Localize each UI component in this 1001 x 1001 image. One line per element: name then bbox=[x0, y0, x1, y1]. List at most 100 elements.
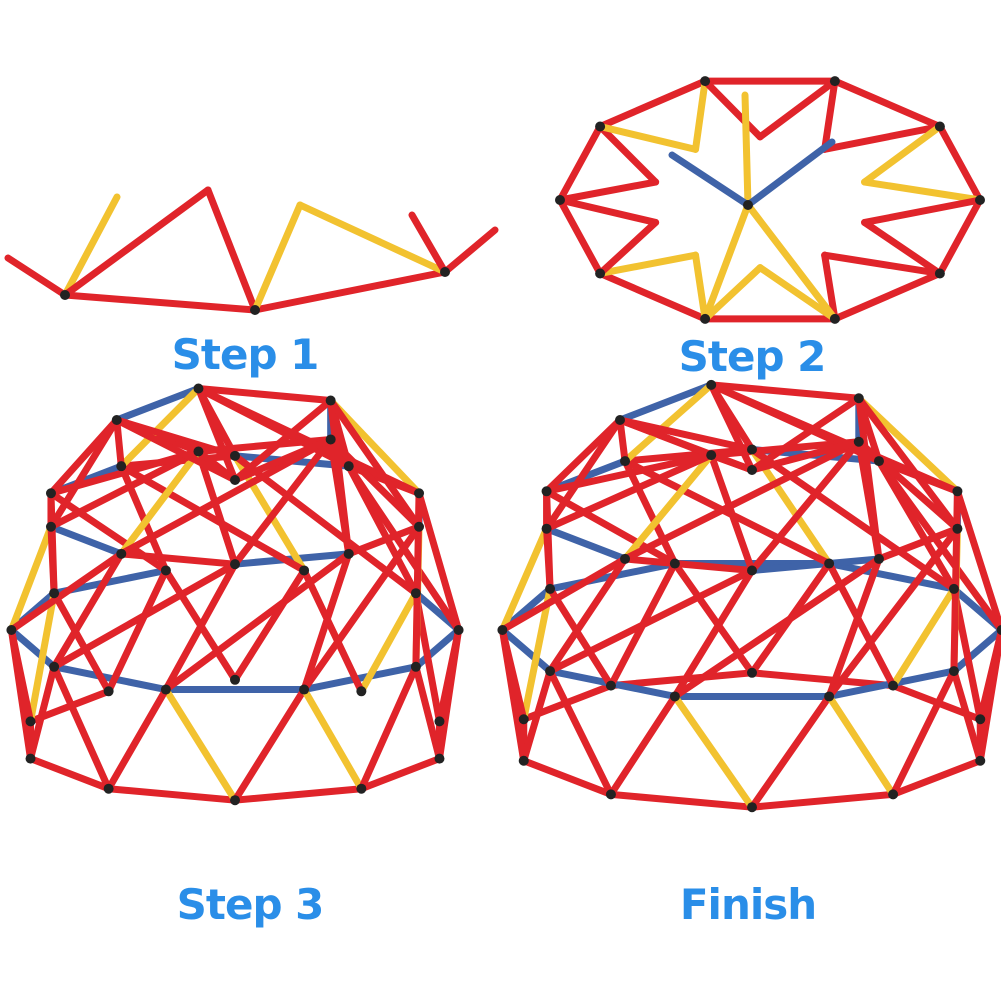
strut bbox=[821, 123, 944, 153]
strut bbox=[194, 385, 239, 484]
strut bbox=[861, 178, 984, 204]
strut bbox=[296, 201, 449, 276]
joint-connector bbox=[230, 559, 240, 570]
joint-connector bbox=[325, 395, 336, 406]
strut bbox=[408, 211, 449, 276]
strut bbox=[357, 663, 420, 793]
strut bbox=[498, 525, 551, 634]
joint-connector bbox=[116, 548, 127, 559]
joint-connector bbox=[605, 789, 616, 800]
joint-connector bbox=[669, 558, 680, 569]
strut bbox=[231, 686, 308, 804]
joint-connector bbox=[743, 200, 753, 210]
joint-connector bbox=[356, 783, 367, 794]
joint-connector bbox=[6, 625, 17, 635]
strut bbox=[543, 416, 624, 495]
strut bbox=[701, 77, 764, 141]
strut bbox=[825, 525, 961, 700]
joint-connector bbox=[948, 583, 959, 594]
strut bbox=[596, 218, 660, 277]
joint-connector bbox=[343, 461, 354, 472]
strut bbox=[357, 589, 420, 695]
strut bbox=[875, 525, 961, 563]
strut bbox=[596, 77, 709, 131]
joint-connector bbox=[948, 666, 959, 677]
strut bbox=[113, 416, 239, 460]
strut bbox=[825, 555, 883, 700]
step-3-label: Step 3 bbox=[176, 880, 325, 929]
strut bbox=[543, 525, 629, 563]
strut bbox=[831, 269, 944, 323]
joint-connector bbox=[975, 195, 985, 205]
strut bbox=[231, 785, 365, 804]
strut bbox=[821, 251, 944, 277]
joint-connector bbox=[518, 714, 529, 725]
joint-connector bbox=[160, 565, 171, 576]
strut bbox=[113, 416, 125, 470]
joint-connector bbox=[453, 625, 464, 635]
joint-connector bbox=[873, 456, 884, 467]
joint-connector bbox=[497, 625, 508, 635]
strut bbox=[327, 435, 423, 531]
joint-connector bbox=[595, 121, 606, 132]
strut bbox=[412, 663, 443, 763]
step-3-dome bbox=[6, 383, 464, 806]
joint-connector bbox=[669, 691, 680, 702]
strut bbox=[231, 397, 335, 484]
strut bbox=[621, 381, 715, 465]
joint-connector bbox=[853, 436, 864, 447]
strut bbox=[7, 626, 35, 725]
joint-connector bbox=[620, 456, 631, 467]
strut bbox=[671, 566, 756, 700]
strut bbox=[596, 269, 709, 323]
strut bbox=[50, 560, 239, 671]
joint-connector bbox=[605, 680, 616, 691]
strut bbox=[412, 626, 463, 671]
strut bbox=[546, 555, 629, 675]
strut bbox=[105, 566, 170, 695]
strut bbox=[701, 201, 752, 323]
strut bbox=[821, 251, 839, 323]
strut bbox=[47, 447, 202, 531]
joint-connector bbox=[230, 475, 240, 485]
finish-label: Finish bbox=[679, 880, 817, 929]
joint-connector bbox=[996, 625, 1001, 635]
joint-connector bbox=[49, 588, 60, 599]
strut bbox=[546, 667, 615, 798]
joint-connector bbox=[545, 583, 556, 594]
strut bbox=[194, 447, 239, 568]
strut bbox=[748, 438, 863, 474]
strut bbox=[821, 77, 839, 153]
strut bbox=[950, 626, 1001, 675]
strut bbox=[113, 416, 239, 484]
joint-connector bbox=[103, 686, 114, 697]
strut bbox=[117, 462, 308, 574]
strut bbox=[748, 394, 863, 474]
strut bbox=[498, 626, 528, 723]
joint-connector bbox=[934, 121, 945, 132]
joint-connector bbox=[595, 268, 606, 279]
strut bbox=[621, 451, 715, 563]
strut bbox=[543, 451, 715, 533]
joint-connector bbox=[747, 444, 757, 455]
strut bbox=[47, 416, 121, 531]
strut bbox=[543, 451, 715, 495]
strut bbox=[668, 151, 752, 209]
joint-connector bbox=[700, 76, 711, 87]
joint-connector bbox=[434, 753, 445, 764]
strut bbox=[607, 790, 756, 811]
step-1-frame bbox=[4, 186, 499, 315]
joint-connector bbox=[434, 716, 445, 727]
joint-connector bbox=[414, 488, 425, 499]
strut bbox=[707, 381, 863, 402]
strut bbox=[204, 186, 259, 314]
joint-connector bbox=[116, 461, 127, 472]
strut bbox=[357, 755, 443, 793]
joint-connector bbox=[824, 691, 835, 702]
strut bbox=[692, 251, 709, 323]
strut bbox=[616, 416, 629, 465]
strut bbox=[950, 667, 984, 765]
strut bbox=[7, 523, 55, 634]
strut bbox=[543, 487, 679, 568]
strut bbox=[251, 268, 449, 314]
